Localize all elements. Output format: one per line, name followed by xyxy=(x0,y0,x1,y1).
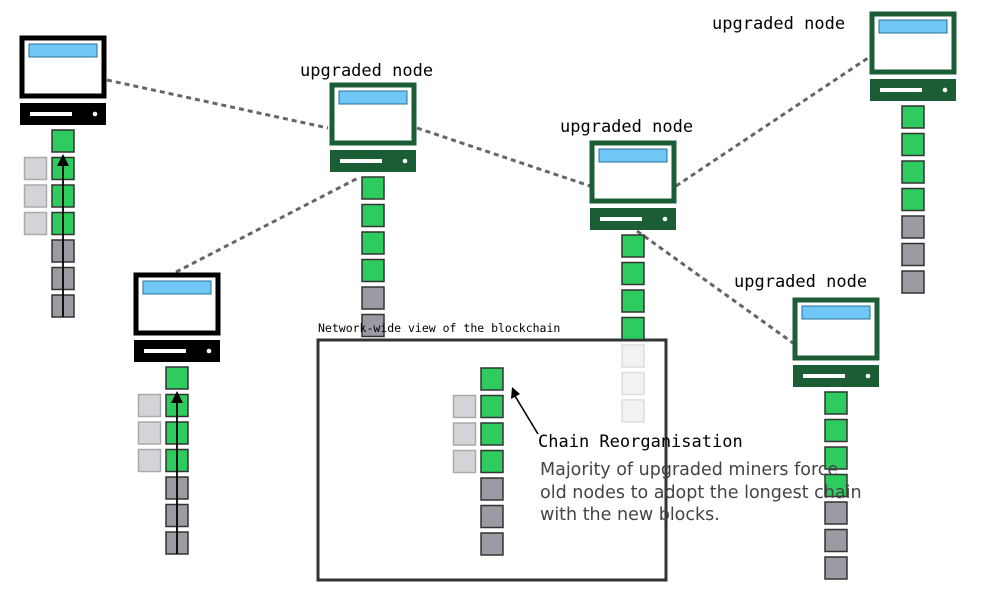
new-block xyxy=(165,366,189,390)
drive-slot xyxy=(880,88,922,92)
new-block xyxy=(51,129,75,153)
new-block xyxy=(621,234,645,258)
new-block xyxy=(480,449,504,474)
new-block xyxy=(901,187,925,212)
old-block xyxy=(361,313,385,338)
network-view-box xyxy=(316,338,668,582)
faded-block xyxy=(621,371,645,396)
power-light xyxy=(942,87,948,93)
old-block xyxy=(824,556,848,580)
new-block xyxy=(621,261,645,286)
drive-slot xyxy=(144,349,186,353)
new-block xyxy=(824,473,848,498)
old-block xyxy=(824,528,848,553)
upgraded-node-label: upgraded node xyxy=(560,117,693,137)
new-block xyxy=(824,391,848,415)
upgraded-node-2 xyxy=(589,140,677,423)
new-block xyxy=(621,289,645,313)
power-light xyxy=(662,216,668,222)
drive-slot xyxy=(340,159,382,163)
new-block xyxy=(480,422,504,446)
screen-bar xyxy=(28,43,98,58)
power-light xyxy=(865,373,871,379)
network-link xyxy=(675,56,869,188)
reorg-pointer-arrow xyxy=(511,387,539,435)
new-block xyxy=(361,231,385,255)
network-link xyxy=(416,126,591,188)
power-light xyxy=(92,111,98,117)
screen-bar xyxy=(598,148,668,163)
orphan-block xyxy=(137,393,162,418)
reorg-description-line: old nodes to adopt the longest chain xyxy=(540,483,862,503)
faded-block xyxy=(621,344,645,368)
orphan-block xyxy=(452,422,477,446)
reorg-title: Chain Reorganisation xyxy=(538,432,743,452)
orphan-block xyxy=(23,211,48,236)
old-block xyxy=(480,532,504,556)
upgraded-node-label: upgraded node xyxy=(712,14,845,34)
old-block xyxy=(901,270,925,294)
upgraded-node-label: upgraded node xyxy=(300,61,433,81)
screen-bar xyxy=(878,19,948,34)
new-block xyxy=(901,132,925,157)
new-block xyxy=(361,176,385,200)
old-node-2 xyxy=(133,272,221,555)
reorg-description-line: with the new blocks. xyxy=(540,505,720,525)
power-light xyxy=(402,158,408,164)
new-block xyxy=(480,394,504,419)
old-block xyxy=(480,504,504,529)
adopt-arrow-head xyxy=(57,154,69,166)
new-block xyxy=(480,367,504,391)
upgraded-node-1 xyxy=(329,82,417,338)
old-block xyxy=(361,286,385,310)
adopt-arrow-head xyxy=(171,391,183,403)
power-light xyxy=(206,348,212,354)
orphan-block xyxy=(452,449,477,474)
faded-block xyxy=(621,399,645,423)
network-view-caption: Network-wide view of the blockchain xyxy=(318,321,560,335)
network-link xyxy=(106,78,329,130)
upgraded-node-3 xyxy=(869,11,957,294)
new-block xyxy=(901,160,925,184)
upgraded-node-label: upgraded node xyxy=(734,272,867,292)
nodes-layer xyxy=(19,11,957,580)
old-block xyxy=(901,242,925,267)
orphan-block xyxy=(23,184,48,208)
drive-slot xyxy=(600,217,642,221)
screen-bar xyxy=(142,280,212,295)
new-block xyxy=(361,258,385,283)
network-view-chain xyxy=(452,367,504,556)
orphan-block xyxy=(137,421,162,445)
new-block xyxy=(621,316,645,341)
old-block xyxy=(480,477,504,501)
network-link xyxy=(175,175,361,274)
orphan-block xyxy=(452,394,477,419)
upgraded-node-4 xyxy=(792,297,880,580)
network-links xyxy=(106,56,869,345)
screen-bar xyxy=(801,305,871,320)
reorg-description-line: Majority of upgraded miners force xyxy=(540,460,838,480)
new-block xyxy=(824,446,848,470)
new-block xyxy=(824,418,848,443)
new-block xyxy=(901,105,925,129)
old-node-1 xyxy=(19,35,107,318)
orphan-block xyxy=(137,448,162,473)
screen-bar xyxy=(338,90,408,105)
old-block xyxy=(824,501,848,525)
new-block xyxy=(361,203,385,228)
orphan-block xyxy=(23,156,48,181)
drive-slot xyxy=(803,374,845,378)
drive-slot xyxy=(30,112,72,116)
old-block xyxy=(901,215,925,239)
